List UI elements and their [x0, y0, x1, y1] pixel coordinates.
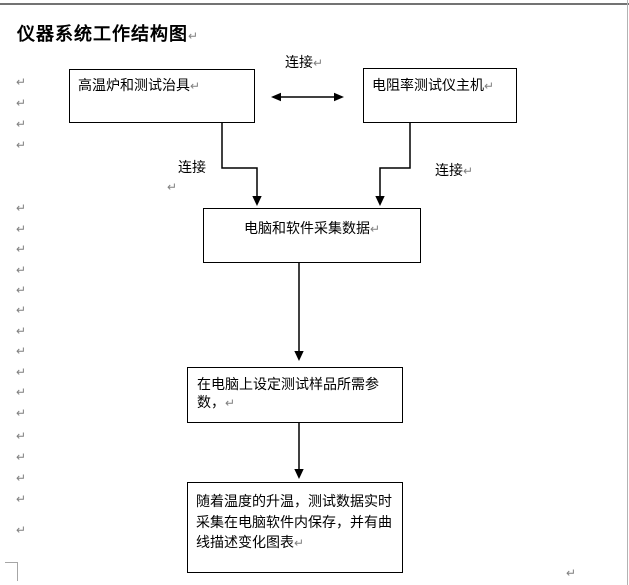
paragraph-mark: ↵ [16, 406, 27, 420]
double-arrow-connector[interactable] [271, 92, 344, 102]
paragraph-mark: ↵ [16, 303, 27, 317]
paragraph-mark: ↵ [225, 396, 236, 410]
paragraph-mark: ↵ [16, 385, 27, 399]
paragraph-mark: ↵ [16, 365, 27, 379]
paragraph-mark: ↵ [484, 79, 495, 93]
page-top-boundary-line [0, 3, 629, 5]
paragraph-mark: ↵ [16, 450, 27, 464]
tester-to-acquire-connector[interactable] [375, 123, 411, 206]
paragraph-mark: ↵ [16, 471, 27, 485]
paragraph-mark: ↵ [16, 263, 27, 277]
flowchart-box-acquire-label: 电脑和软件采集数据 [243, 220, 370, 236]
flowchart-box-params-line2: 数，↵ [197, 394, 236, 410]
label-connect-right[interactable]: 连接↵ [435, 162, 474, 178]
label-connect-top[interactable]: 连接↵ [285, 54, 324, 70]
flowchart-box-tester-label: 电阻率测试仪主机 [372, 77, 484, 93]
flowchart-box-realtime[interactable]: 随着温度的升温，测试数据实时 采集在电脑软件内保存，并有曲 线描述变化图表↵ [187, 482, 403, 573]
furnace-to-acquire-connector[interactable] [221, 123, 262, 206]
paragraph-mark: ↵ [16, 429, 27, 443]
paragraph-mark: ↵ [16, 324, 27, 338]
paragraph-mark: ↵ [16, 283, 27, 297]
paragraph-mark: ↵ [16, 222, 27, 236]
paragraph-mark: ↵ [16, 96, 27, 110]
page-title-text: 仪器系统工作结构图 [17, 24, 188, 44]
text-boundary-corner-mark [5, 562, 18, 581]
page-title[interactable]: 仪器系统工作结构图↵ [17, 20, 198, 46]
acquire-to-params-connector[interactable] [294, 263, 304, 361]
flowchart-box-realtime-line3: 线描述变化图表↵ [196, 534, 305, 550]
paragraph-mark: ↵ [566, 566, 577, 580]
flowchart-box-realtime-line1: 随着温度的升温，测试数据实时 [196, 493, 392, 509]
flowchart-box-params-line1: 在电脑上设定测试样品所需参 [197, 376, 379, 392]
page-right-boundary-line [627, 0, 628, 585]
paragraph-mark: ↵ [190, 79, 201, 93]
paragraph-mark: ↵ [16, 344, 27, 358]
flowchart-box-params[interactable]: 在电脑上设定测试样品所需参 数，↵ [187, 367, 403, 423]
flowchart-box-realtime-line2: 采集在电脑软件内保存，并有曲 [196, 513, 392, 530]
paragraph-mark: ↵ [16, 138, 27, 152]
flowchart-box-tester[interactable]: 电阻率测试仪主机↵ [363, 68, 517, 123]
paragraph-mark: ↵ [16, 201, 27, 215]
label-connect-left[interactable]: 连接 [178, 159, 206, 175]
paragraph-mark: ↵ [294, 536, 305, 550]
paragraph-mark: ↵ [167, 180, 178, 194]
flowchart-box-furnace-label: 高温炉和测试治具 [78, 77, 190, 93]
paragraph-mark: ↵ [16, 117, 27, 131]
flowchart-box-furnace[interactable]: 高温炉和测试治具↵ [69, 69, 255, 123]
paragraph-mark: ↵ [463, 164, 474, 178]
flowchart-box-acquire[interactable]: 电脑和软件采集数据↵ [203, 208, 421, 263]
params-to-realtime-connector[interactable] [294, 423, 304, 479]
paragraph-mark: ↵ [16, 75, 27, 89]
paragraph-mark: ↵ [16, 242, 27, 256]
paragraph-mark: ↵ [313, 56, 324, 70]
paragraph-mark: ↵ [16, 523, 27, 537]
paragraph-mark: ↵ [16, 492, 27, 506]
paragraph-mark: ↵ [369, 222, 381, 236]
paragraph-mark: ↵ [188, 29, 199, 43]
